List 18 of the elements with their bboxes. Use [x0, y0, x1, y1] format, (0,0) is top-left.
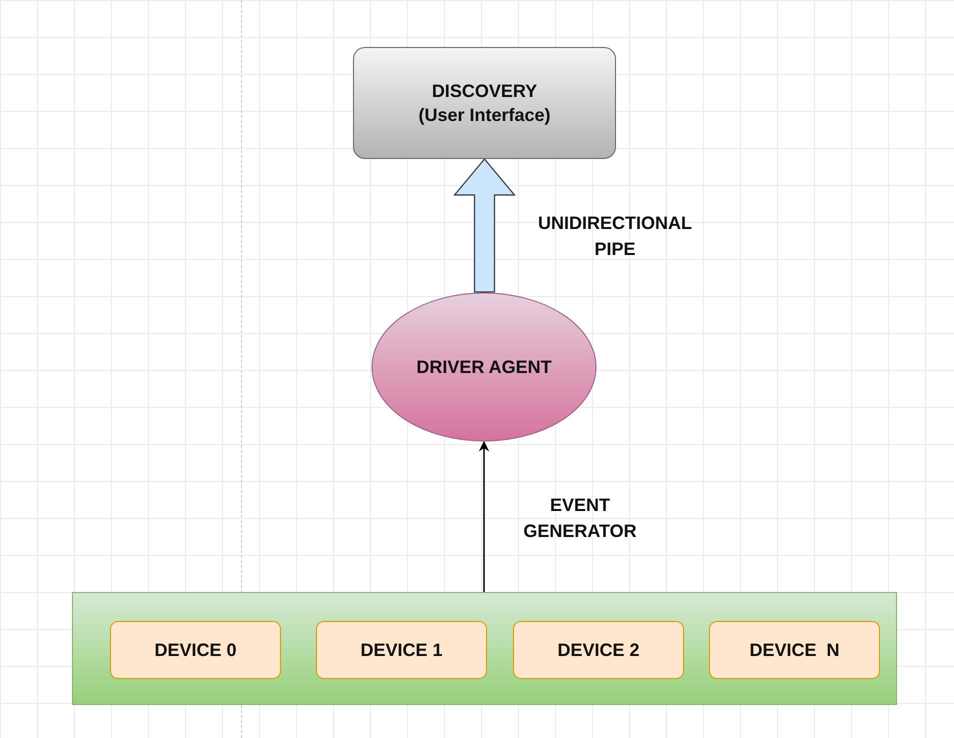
edge-label: EVENT GENERATOR	[522, 494, 638, 543]
ui-box	[353, 47, 616, 159]
node-title: DEVICE 1	[360, 639, 443, 662]
node-title: DEVICE 0	[154, 639, 237, 662]
node-title: DRIVER AGENT	[416, 356, 552, 379]
agent-ellipse	[371, 292, 597, 442]
arrow	[478, 440, 490, 592]
node-subtitle: (User Interface)	[418, 104, 551, 127]
node-title: DISCOVERY	[432, 80, 538, 103]
group-panel	[72, 592, 897, 705]
device-box	[709, 621, 880, 679]
block-arrow	[453, 158, 516, 293]
device-box	[316, 621, 487, 679]
device-box	[110, 621, 281, 679]
device-box	[513, 621, 684, 679]
node-title: DEVICE N	[749, 639, 840, 662]
node-title: DEVICE 2	[557, 639, 640, 662]
edge-label: UNIDIRECTIONAL PIPE	[537, 212, 693, 261]
